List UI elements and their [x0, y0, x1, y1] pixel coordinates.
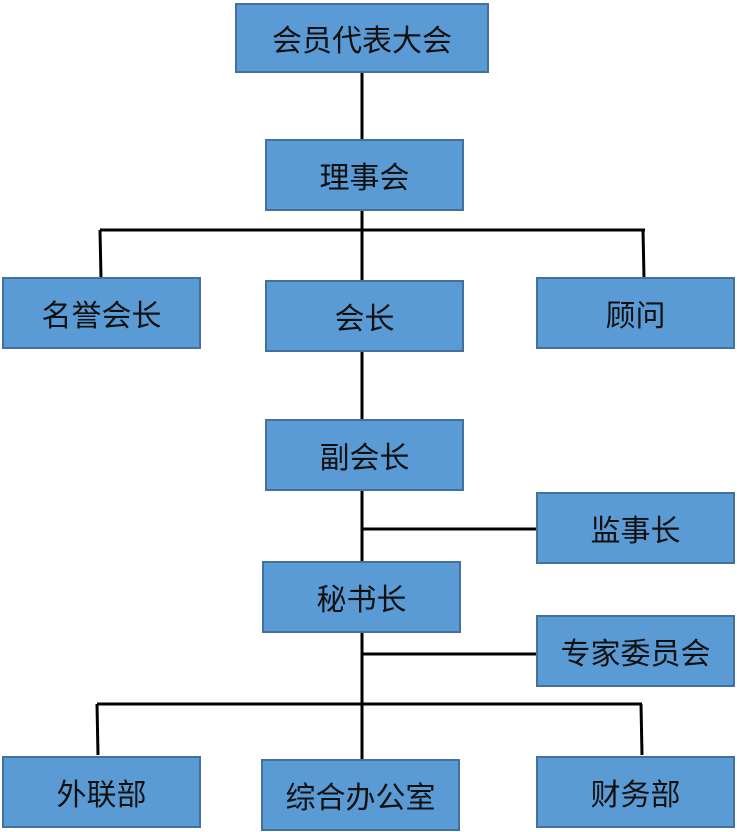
node-president: 会长: [265, 280, 464, 352]
node-honorary-president: 名誉会长: [2, 277, 201, 349]
connector-bar-external: [95, 703, 100, 756]
node-advisor: 顾问: [536, 277, 735, 349]
node-assembly: 会员代表大会: [235, 3, 489, 73]
connector-bar-advisor: [641, 229, 646, 279]
connector-bar-honorary: [98, 229, 103, 279]
node-expert-committee: 专家委员会: [536, 615, 735, 687]
node-external-affairs: 外联部: [2, 756, 201, 828]
node-vice-president: 副会长: [265, 419, 464, 491]
connector-bar-finance: [639, 703, 644, 756]
node-secretary-general: 秘书长: [262, 561, 461, 633]
node-general-office: 综合办公室: [261, 759, 460, 831]
node-supervisor: 监事长: [536, 492, 735, 564]
node-finance: 财务部: [536, 756, 735, 828]
node-council: 理事会: [265, 139, 464, 211]
